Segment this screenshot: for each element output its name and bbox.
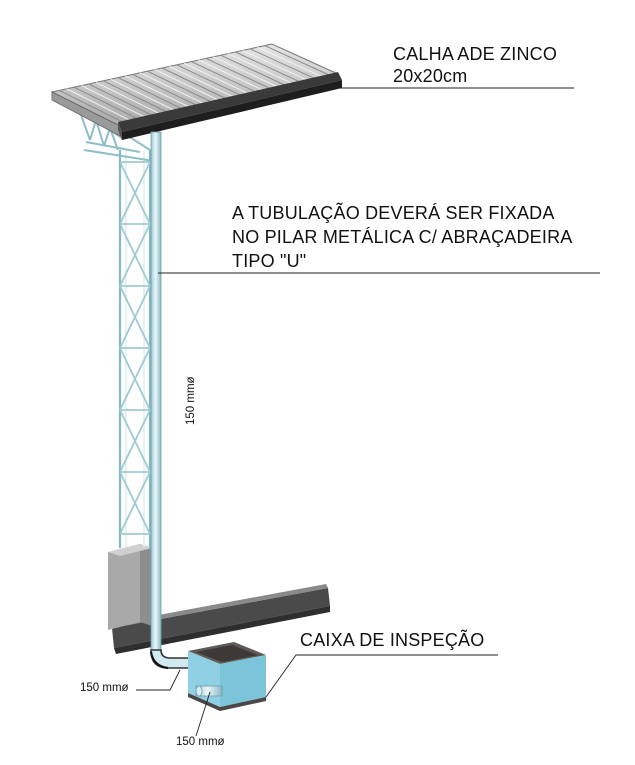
- outlet-diameter-label: 150 mmø: [176, 736, 225, 748]
- outlet-pipe: [195, 685, 223, 697]
- roof-corrugation: [103, 80, 172, 115]
- roof-corrugation: [176, 64, 244, 97]
- roof-corrugation: [117, 77, 186, 111]
- lattice-column: [118, 150, 152, 548]
- roof-corrugation: [264, 45, 331, 77]
- column-base: [108, 544, 152, 630]
- inspection-box-label: CAIXA DE INSPEÇÃO: [300, 630, 485, 650]
- leader-lines: [136, 87, 600, 737]
- roof-corrugation: [198, 59, 266, 92]
- roof-corrugation: [161, 67, 230, 101]
- roof-corrugation: [205, 57, 273, 91]
- roof-corrugation: [154, 69, 222, 103]
- inspection-box: [188, 642, 266, 711]
- downpipe: [150, 131, 162, 655]
- roof-corrugation: [227, 53, 295, 85]
- roof-corrugation: [73, 86, 143, 122]
- gutter-calha: [118, 72, 342, 140]
- downpipe-diameter-label: 150 mmø: [185, 376, 197, 425]
- roof-corrugation: [191, 61, 259, 94]
- roof-corrugation: [235, 51, 302, 84]
- roof-corrugation: [257, 46, 324, 78]
- roof-corrugation: [110, 78, 179, 113]
- roof-corrugation: [59, 89, 128, 125]
- roof-corrugation: [139, 72, 208, 106]
- ground-beam: [110, 584, 330, 654]
- pipe-elbow: [149, 649, 191, 670]
- roof-corrugation: [169, 65, 237, 99]
- roof-corrugation: [81, 85, 150, 120]
- elbow-diameter-label: 150 mmø: [80, 682, 129, 694]
- roof-corrugation: [66, 88, 135, 123]
- roof-corrugation: [95, 81, 164, 117]
- pipe-note-line2: NO PILAR METÁLICA C/ ABRAÇADEIRA: [232, 227, 573, 247]
- roof-corrugation: [242, 49, 310, 82]
- roof-corrugation: [147, 70, 215, 104]
- roof-corrugation: [125, 75, 193, 110]
- pipe-note-line1: A TUBULAÇÃO DEVERÁ SER FIXADA: [232, 203, 555, 223]
- gutter-label-line2: 20x20cm: [393, 66, 468, 86]
- roof-corrugation: [132, 73, 201, 108]
- roof-corrugation: [183, 62, 252, 96]
- roof-corrugation: [88, 83, 157, 118]
- gutter-label-line1: CALHA ADE ZINCO: [393, 44, 558, 64]
- roof-corrugation: [213, 56, 281, 89]
- roof-corrugation: [249, 48, 317, 80]
- roof-corrugation: [220, 54, 288, 87]
- pipe-note-line3: TIPO "U": [232, 251, 307, 271]
